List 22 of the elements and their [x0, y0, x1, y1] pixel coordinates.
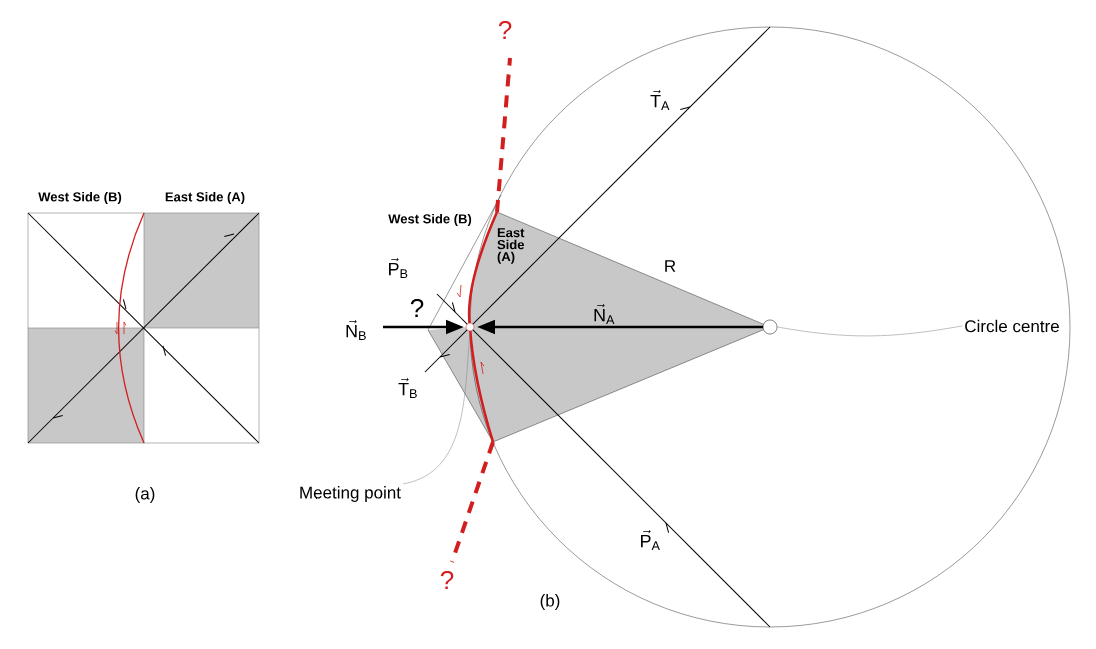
vector-label: $\vec{\mathrm{P}}_{\mathrm{A}}$	[641, 530, 660, 550]
vector-label: $\vec{\mathrm{T}}_{\mathrm{A}}$	[650, 90, 670, 110]
vector-label: $\vec{\mathrm{N}}_{\mathrm{A}}$	[594, 304, 615, 324]
vector-label: $\vec{\mathrm{T}}_{\mathrm{B}}$	[398, 378, 417, 398]
question-mark: ?	[410, 298, 424, 318]
leader-label: Circle centre	[965, 319, 1059, 333]
vector-label: $\vec{\mathrm{P}}_{\mathrm{B}}$	[389, 258, 408, 278]
panel-label: (a)	[135, 487, 155, 503]
panel-label: (b)	[540, 594, 560, 610]
meeting-point	[465, 322, 475, 332]
question-mark: ?	[498, 20, 512, 40]
leader-line	[403, 331, 471, 485]
side-label: East Side (A)	[165, 191, 245, 205]
radius-label: R	[665, 260, 676, 272]
question-mark: ?	[440, 570, 454, 590]
side-label: West Side (B)	[38, 191, 122, 205]
vector-label: $\vec{\mathrm{N}}_{\mathrm{B}}$	[346, 320, 366, 340]
leader-line	[777, 325, 963, 337]
side-label: West Side (B)	[388, 213, 472, 227]
leader-label: Meeting point	[300, 486, 401, 502]
centre-point	[762, 319, 778, 335]
side-label: East Side (A)	[497, 228, 525, 264]
